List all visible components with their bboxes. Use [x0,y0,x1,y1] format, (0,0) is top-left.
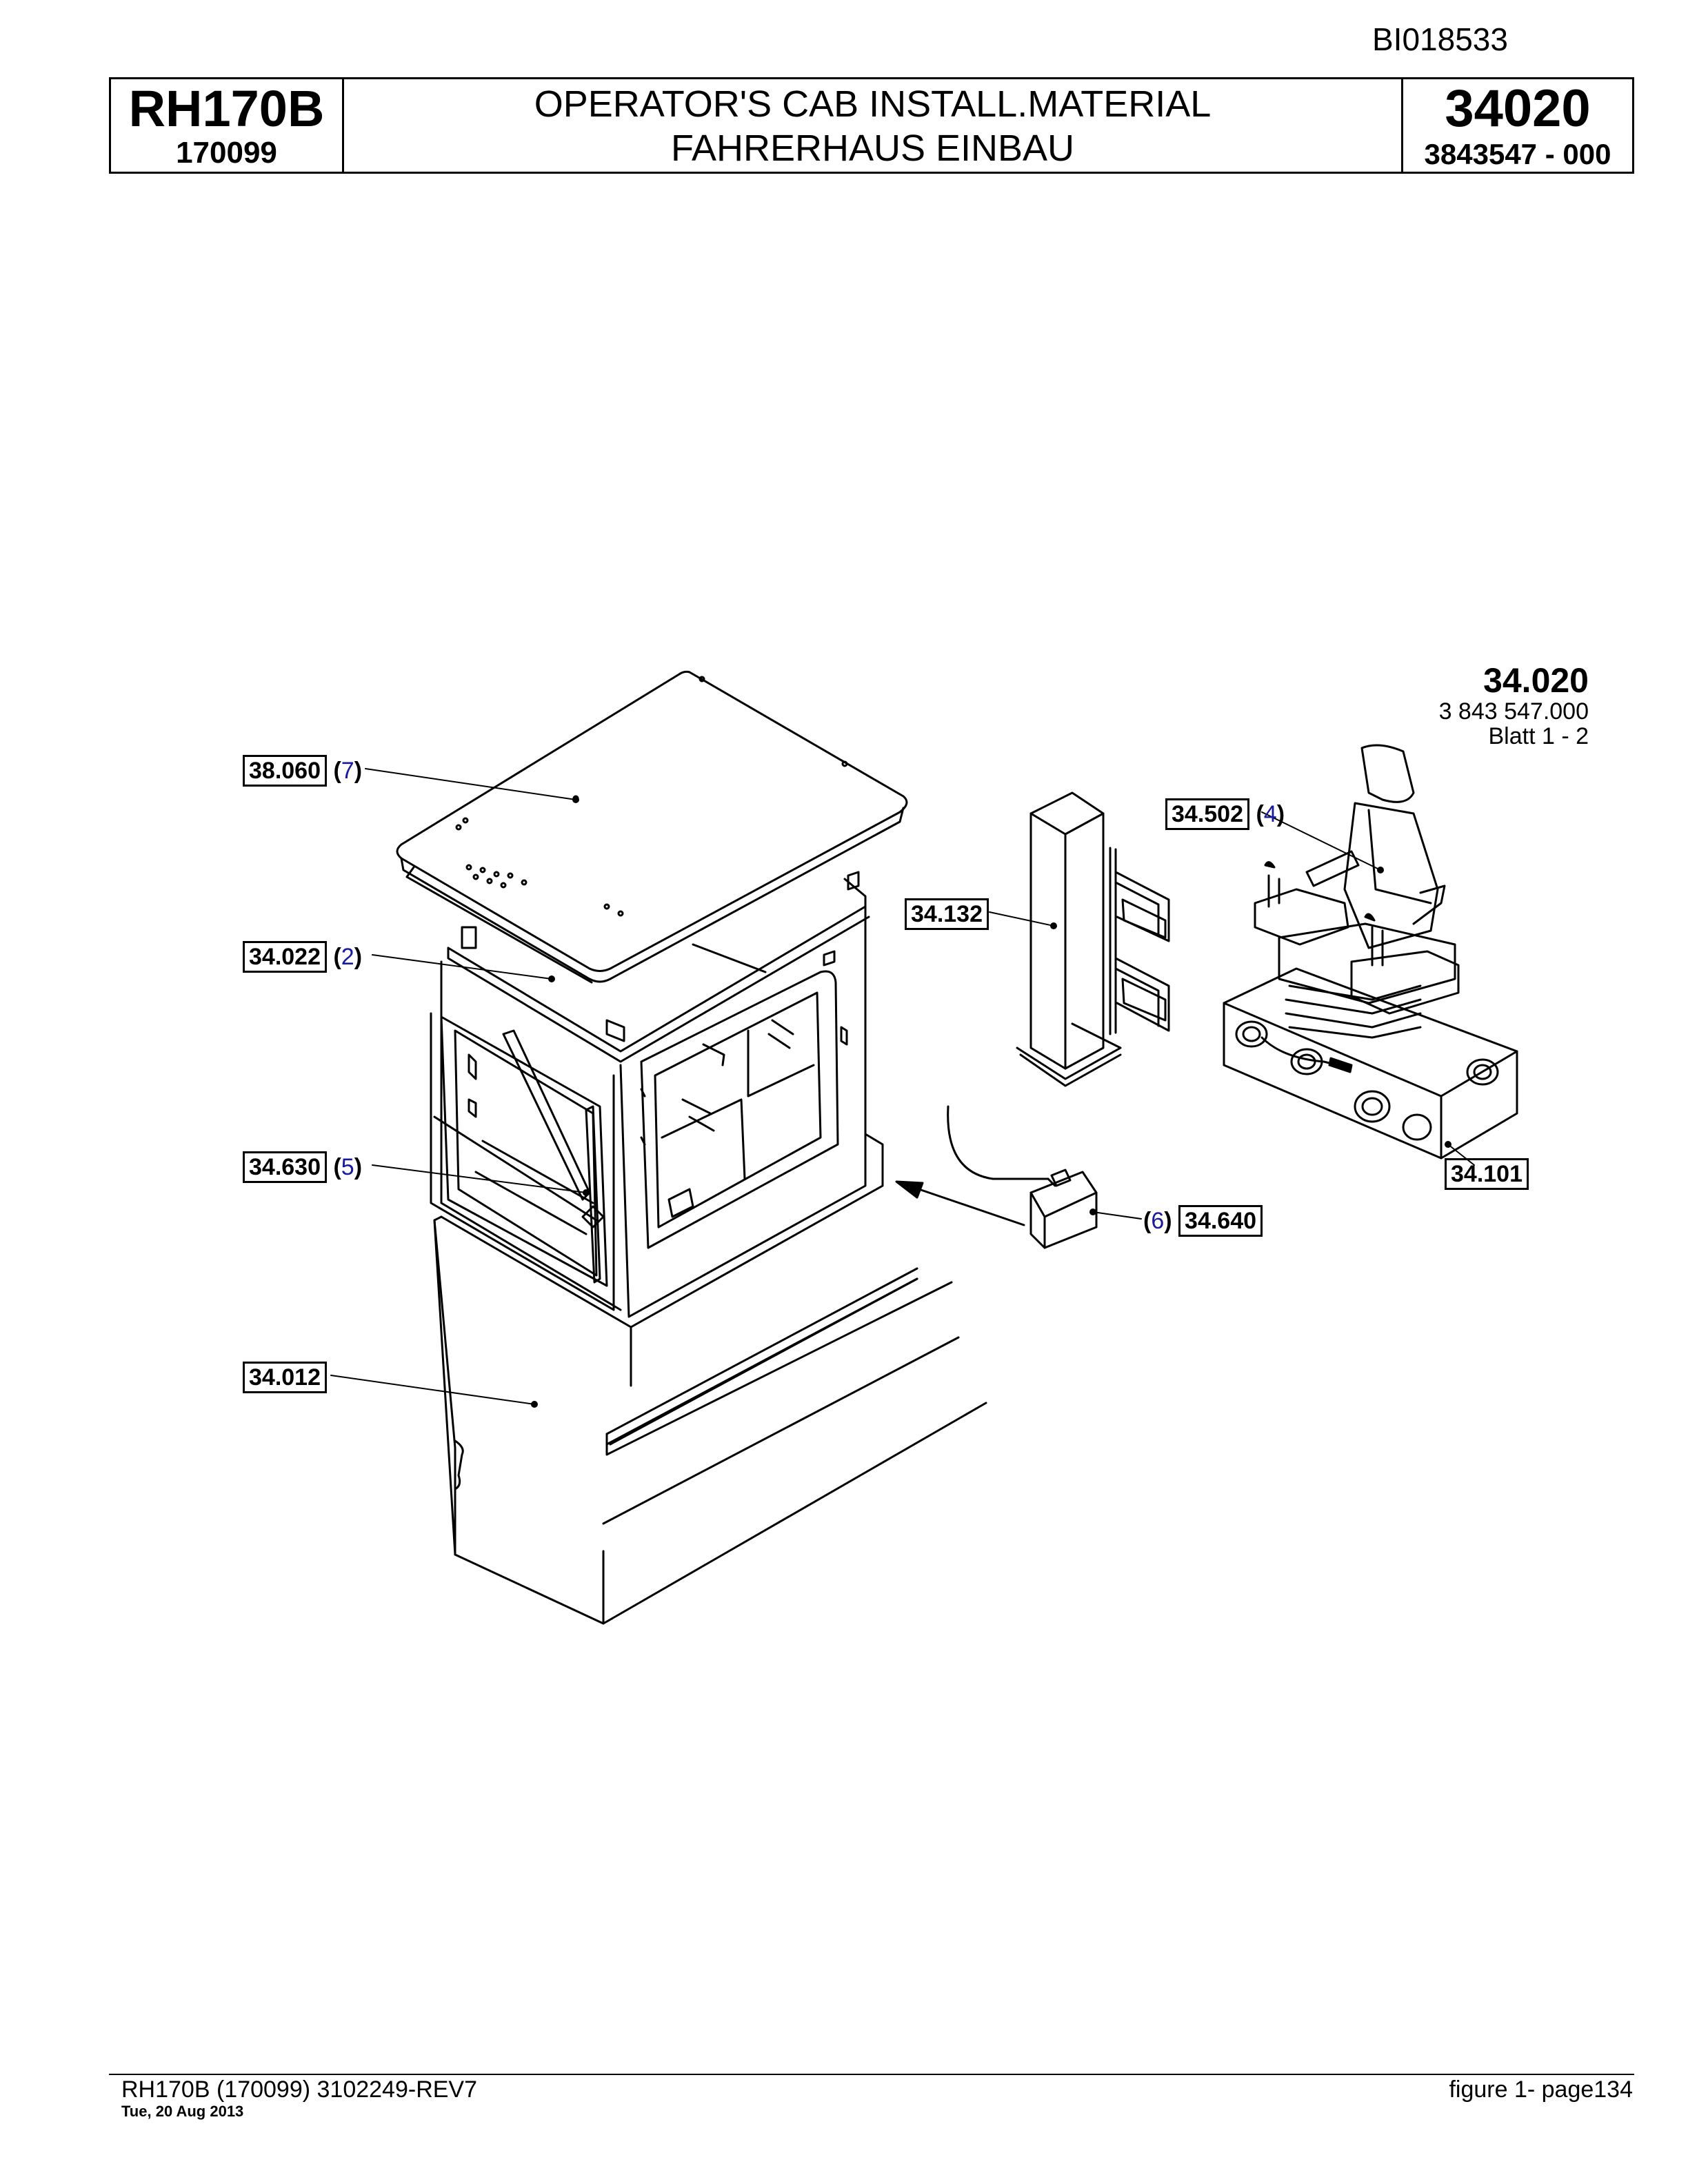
callout-close-paren: ) [1164,1208,1172,1234]
console-tower [1016,791,1170,1087]
callout-close-paren: ) [354,758,363,784]
callout-ref[interactable]: 34.640 [1178,1205,1263,1237]
reference-sheet: Blatt 1 - 2 [1488,723,1589,749]
callout-open-paren: ( [1256,801,1264,827]
operator-seat [1254,744,1460,1039]
callout-ref[interactable]: 38.060 [243,755,327,787]
callout-34-022[interactable]: 34.022 (2) [243,941,362,973]
figure-number: 34020 [1445,79,1591,138]
callout-qty: 7 [341,758,354,784]
callout-34-630[interactable]: 34.630 (5) [243,1151,362,1183]
callout-open-paren: ( [1143,1208,1152,1234]
leader-dots [531,796,1451,1408]
callout-34-502[interactable]: 34.502 (4) [1165,798,1285,830]
footer-document-ref: RH170B (170099) 3102249-REV7 [121,2076,478,2103]
seat-base-box [1223,967,1518,1160]
callout-qty: 2 [341,944,354,970]
reference-block: 34.020 3 843 547.000 Blatt 1 - 2 [1439,662,1589,749]
callout-ref[interactable]: 34.012 [243,1362,327,1393]
washer-reservoir [947,1105,1098,1249]
model-name: RH170B [128,80,325,137]
callout-ref[interactable]: 34.630 [243,1151,327,1183]
callout-ref[interactable]: 34.132 [905,898,989,930]
leader-lines [330,768,1475,1405]
model-cell: RH170B 170099 [111,79,344,172]
callout-34-101[interactable]: 34.101 [1445,1158,1529,1190]
serial-number: 170099 [176,136,277,170]
title-cell: OPERATOR'S CAB INSTALL.MATERIAL FAHRERHA… [344,79,1403,172]
callout-34-012[interactable]: 34.012 [243,1362,327,1393]
footer-page-ref: figure 1- page134 [1449,2076,1633,2103]
cab-frame [430,871,870,1318]
callout-ref[interactable]: 34.022 [243,941,327,973]
callout-ref[interactable]: 34.101 [1445,1158,1529,1190]
footer-divider [109,2074,1634,2075]
callout-ref[interactable]: 34.502 [1165,798,1249,830]
callout-qty: 5 [341,1154,354,1180]
callout-38-060[interactable]: 38.060 (7) [243,755,362,787]
callout-open-paren: ( [333,758,341,784]
title-english: OPERATOR'S CAB INSTALL.MATERIAL [534,83,1212,125]
footer-date: Tue, 20 Aug 2013 [121,2103,244,2120]
callout-34-132[interactable]: 34.132 [905,898,989,930]
roof-panel [396,670,908,984]
title-german: FAHRERHAUS EINBAU [670,128,1075,169]
callout-close-paren: ) [354,944,363,970]
assembly-arrow [895,1180,1025,1226]
cab-base [433,1133,987,1625]
reference-figure: 34.020 [1483,661,1589,700]
wiper [433,1029,605,1284]
part-revision: 3843547 - 000 [1424,138,1611,170]
callout-open-paren: ( [333,1154,341,1180]
reference-part-number: 3 843 547.000 [1438,698,1589,725]
callout-close-paren: ) [1276,801,1285,827]
figure-cell: 34020 3843547 - 000 [1403,79,1632,172]
callout-qty: 6 [1151,1208,1165,1234]
title-block: RH170B 170099 OPERATOR'S CAB INSTALL.MAT… [109,77,1634,174]
document-id: BI018533 [1372,21,1508,57]
callout-qty: 4 [1263,801,1277,827]
callout-open-paren: ( [333,944,341,970]
callout-close-paren: ) [354,1154,363,1180]
callout-34-640[interactable]: (6) 34.640 [1143,1205,1263,1237]
